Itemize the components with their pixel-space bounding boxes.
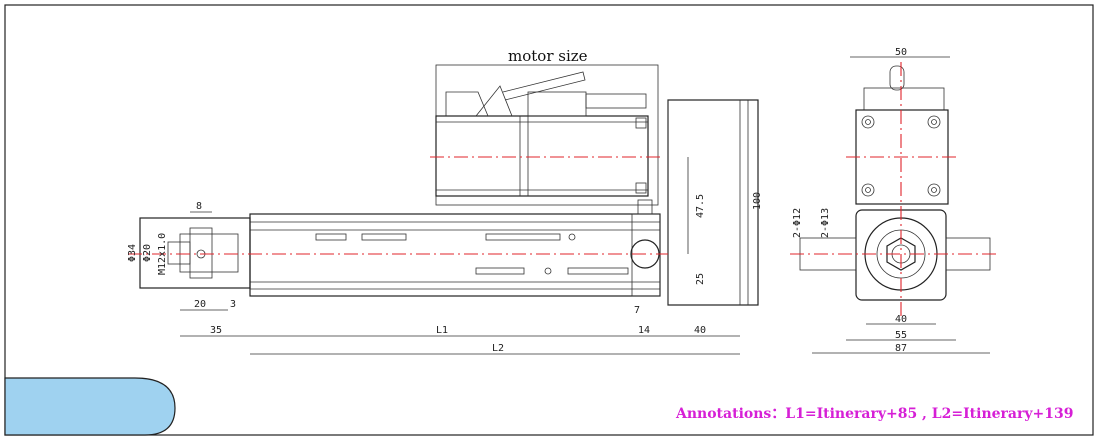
dim-8: 8 bbox=[196, 201, 202, 212]
rail-body bbox=[249, 213, 661, 297]
dim-side-55: 55 bbox=[895, 330, 907, 341]
drawing-frame bbox=[4, 4, 1094, 436]
dim-l1: L1 bbox=[436, 325, 448, 336]
dim-47-5: 47.5 bbox=[695, 194, 706, 218]
dim-35: 35 bbox=[210, 325, 222, 336]
corner-tab bbox=[4, 377, 176, 436]
dim-14: 14 bbox=[638, 325, 650, 336]
hex-nut bbox=[886, 237, 916, 271]
motor-body bbox=[435, 115, 649, 197]
dim-100: 100 bbox=[752, 192, 763, 210]
side-view: 50 2-Φ12 2-Φ13 40 55 87 bbox=[790, 47, 998, 354]
motor-size-title: motor size bbox=[508, 47, 588, 65]
dim-side-87: 87 bbox=[895, 343, 907, 354]
dim-7: 7 bbox=[634, 305, 640, 316]
dim-20: 20 bbox=[194, 299, 206, 310]
coupling-housing bbox=[667, 99, 759, 306]
dim-side-40: 40 bbox=[895, 314, 907, 325]
dim-phi20: Φ20 bbox=[142, 244, 153, 262]
dim-l2: L2 bbox=[492, 343, 504, 354]
dim-m12: M12x1.0 bbox=[157, 233, 168, 275]
dim-3: 3 bbox=[230, 299, 236, 310]
annotation-text: Annotations：L1=Itinerary+85 , L2=Itinera… bbox=[675, 406, 1073, 422]
rod-end-block bbox=[139, 217, 251, 289]
dim-25: 25 bbox=[695, 273, 706, 285]
dim-phi34: Φ34 bbox=[127, 244, 138, 262]
dim-side-50: 50 bbox=[895, 47, 907, 58]
front-view: motor size bbox=[127, 47, 763, 355]
motor-size-box bbox=[435, 64, 659, 206]
dim-40: 40 bbox=[694, 325, 706, 336]
dim-hole-13: 2-Φ13 bbox=[820, 208, 831, 238]
dim-hole-12: 2-Φ12 bbox=[792, 208, 803, 238]
